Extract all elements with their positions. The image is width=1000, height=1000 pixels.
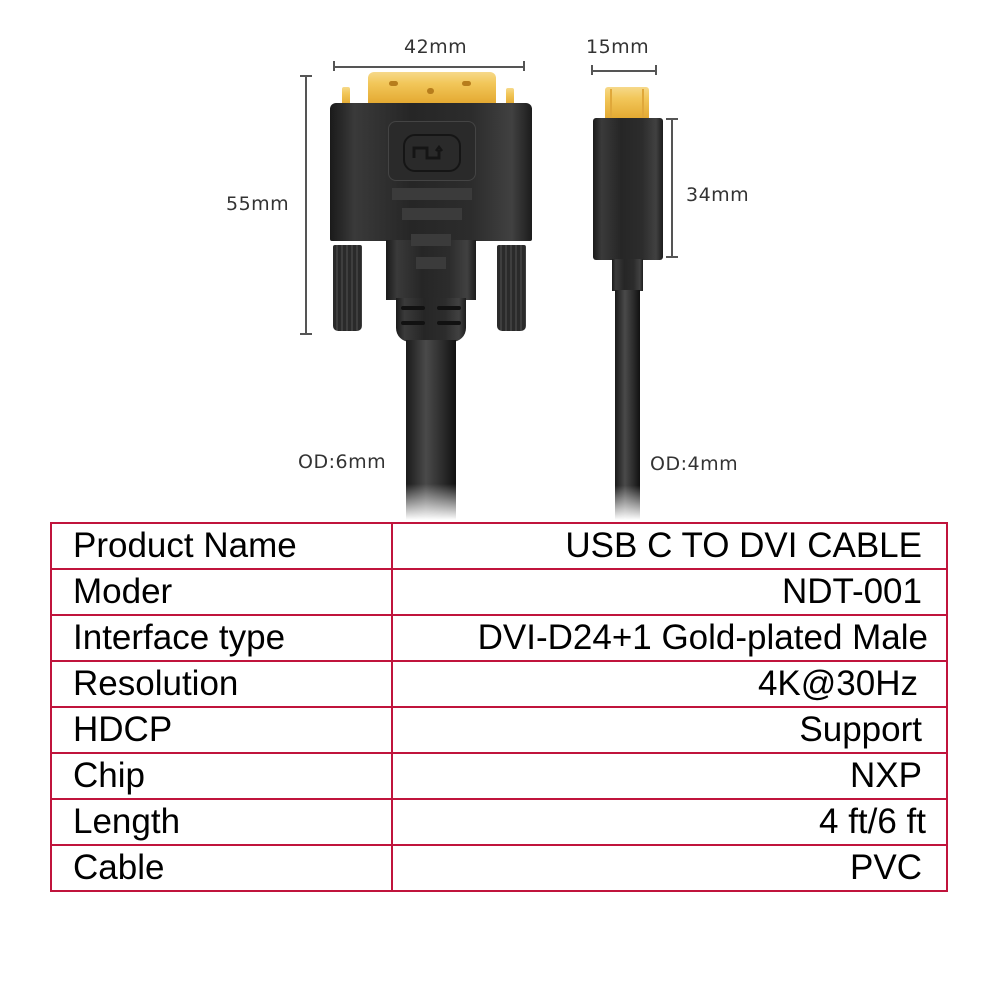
dvi-cable-od-label: OD:6mm <box>298 451 387 473</box>
table-row: Length 4 ft/6 ft <box>50 798 948 846</box>
spec-value: Support <box>391 706 948 754</box>
dvi-grip-bar <box>402 208 462 220</box>
usbc-body <box>593 118 663 260</box>
spec-label: Product Name <box>50 522 393 570</box>
usbc-width-tick-left <box>591 65 593 75</box>
usbc-cable-od-label: OD:4mm <box>650 453 739 475</box>
dvi-height-tick-top <box>300 75 312 77</box>
spec-label: Resolution <box>50 660 393 708</box>
spec-label: Length <box>50 798 393 846</box>
dvi-width-tick-left <box>333 61 335 71</box>
usbc-plug-tip <box>605 87 649 119</box>
dvi-grip-bar <box>392 188 472 200</box>
table-row: Chip NXP <box>50 752 948 800</box>
dvi-width-line <box>333 66 525 68</box>
spec-value: DVI-D24+1 Gold-plated Male <box>391 614 948 662</box>
spec-value: 4K@30Hz <box>391 660 948 708</box>
dvi-relief-groove <box>437 321 461 325</box>
dvi-relief-groove <box>401 306 425 310</box>
dvi-cable <box>406 340 456 520</box>
dvi-logo-icon <box>403 134 461 172</box>
table-row: HDCP Support <box>50 706 948 754</box>
dvi-pin-hole <box>389 81 398 86</box>
dvi-grip-bar <box>411 234 451 246</box>
spec-value: PVC <box>391 844 948 892</box>
dvi-thumbscrew-left <box>333 245 362 331</box>
dvi-neck <box>386 240 476 300</box>
dvi-width-label: 42mm <box>404 36 468 58</box>
usbc-plug-edge <box>642 89 644 118</box>
spec-label: HDCP <box>50 706 393 754</box>
dvi-relief-groove <box>437 306 461 310</box>
usbc-plug-edge <box>610 89 612 118</box>
dvi-pin-hole <box>462 81 471 86</box>
spec-value: NDT-001 <box>391 568 948 616</box>
table-row: Product Name USB C TO DVI CABLE <box>50 522 948 570</box>
spec-label: Chip <box>50 752 393 800</box>
spec-label: Moder <box>50 568 393 616</box>
dvi-relief-groove <box>401 321 425 325</box>
usbc-height-tick-bottom <box>666 256 678 258</box>
spec-label: Interface type <box>50 614 393 662</box>
dvi-height-line <box>305 75 307 335</box>
table-row: Cable PVC <box>50 844 948 892</box>
usbc-height-tick-top <box>666 118 678 120</box>
spec-table: Product Name USB C TO DVI CABLE Moder ND… <box>50 522 948 892</box>
dvi-pin-hole <box>427 88 434 94</box>
dvi-screw-tip-right <box>506 88 514 105</box>
usbc-height-label: 34mm <box>686 184 750 206</box>
table-row: Moder NDT-001 <box>50 568 948 616</box>
dvi-width-tick-right <box>523 61 525 71</box>
usbc-cable <box>615 290 640 520</box>
usbc-height-line <box>671 118 673 258</box>
table-row: Interface type DVI-D24+1 Gold-plated Mal… <box>50 614 948 662</box>
usbc-width-tick-right <box>655 65 657 75</box>
spec-label: Cable <box>50 844 393 892</box>
dvi-height-tick-bottom <box>300 333 312 335</box>
dvi-thumbscrew-right <box>497 245 526 331</box>
spec-value: 4 ft/6 ft <box>391 798 948 846</box>
dvi-height-label: 55mm <box>226 193 290 215</box>
dvi-screw-tip-left <box>342 87 350 105</box>
spec-value: USB C TO DVI CABLE <box>391 522 948 570</box>
usbc-strain-relief <box>612 259 643 291</box>
signal-wave-icon <box>412 144 443 160</box>
usbc-width-label: 15mm <box>586 36 650 58</box>
dvi-strain-relief <box>396 298 466 342</box>
spec-value: NXP <box>391 752 948 800</box>
dvi-grip-bar <box>416 257 446 269</box>
table-row: Resolution 4K@30Hz <box>50 660 948 708</box>
usbc-width-line <box>591 70 657 72</box>
